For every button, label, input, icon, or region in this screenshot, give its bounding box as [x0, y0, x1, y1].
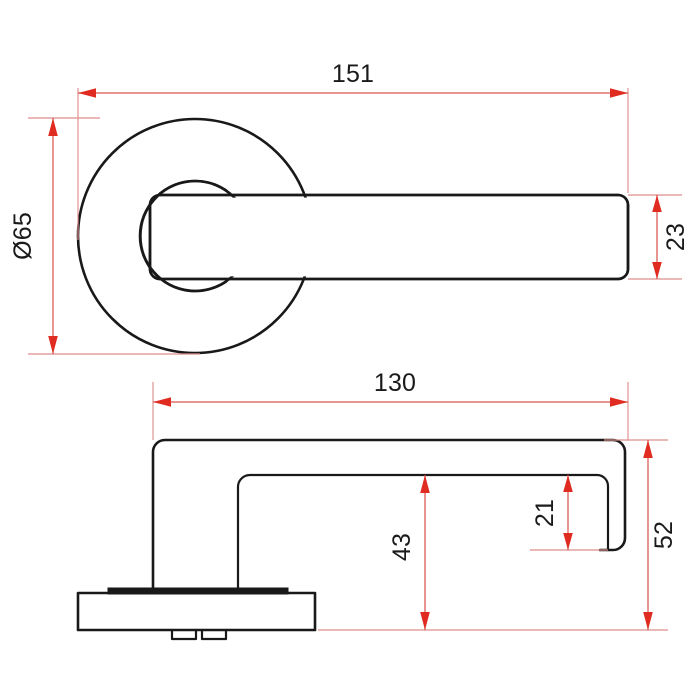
arrow-151-right [610, 88, 628, 98]
arrow-52-top [643, 440, 653, 458]
arrow-21-bottom [563, 533, 573, 550]
dim-label-151: 151 [332, 60, 374, 88]
plan-lever-bar-outline-top [158, 193, 630, 281]
dimension-inner-height: 43 [388, 475, 430, 630]
dimension-lever-width: 23 [628, 194, 690, 280]
arrow-130-right [610, 397, 628, 407]
side-view-group [76, 438, 627, 641]
dimension-return-height: 21 [530, 475, 608, 551]
side-neck-plate-seam [107, 587, 289, 595]
arrow-23-bottom [652, 262, 662, 279]
dimension-rose-diameter: Ø65 [9, 117, 200, 355]
plan-view-group [76, 117, 630, 355]
arrow-21-top [563, 475, 573, 492]
plan-lever-bar-left-end [148, 193, 162, 281]
arrow-65-bottom [48, 336, 58, 354]
arrow-130-left [153, 397, 171, 407]
arrow-52-bottom [643, 612, 653, 630]
arrow-23-top [652, 195, 662, 212]
arrow-151-left [78, 88, 96, 98]
side-fixing-pin-left [170, 628, 198, 641]
dim-label-21: 21 [531, 499, 559, 527]
side-lever-inner-profile [236, 473, 610, 594]
side-fixing-pin-right [200, 628, 228, 641]
side-lever-outer-profile [151, 438, 627, 594]
dim-label-130: 130 [374, 369, 416, 397]
arrow-65-top [48, 118, 58, 136]
plan-bar-mask [162, 197, 626, 277]
dim-label-43: 43 [388, 533, 416, 561]
plan-rose-inner-arc-left [139, 179, 228, 293]
dim-label-65: Ø65 [9, 212, 37, 260]
dim-label-23: 23 [662, 223, 690, 251]
dim-label-52: 52 [650, 521, 678, 549]
dimension-overall-length: 151 [77, 60, 629, 240]
dimension-projection-length: 130 [152, 369, 629, 440]
side-rose-plate [76, 591, 317, 632]
arrow-43-top [420, 475, 430, 493]
dimension-total-height: 52 [318, 439, 678, 631]
arrow-43-bottom [420, 612, 430, 630]
